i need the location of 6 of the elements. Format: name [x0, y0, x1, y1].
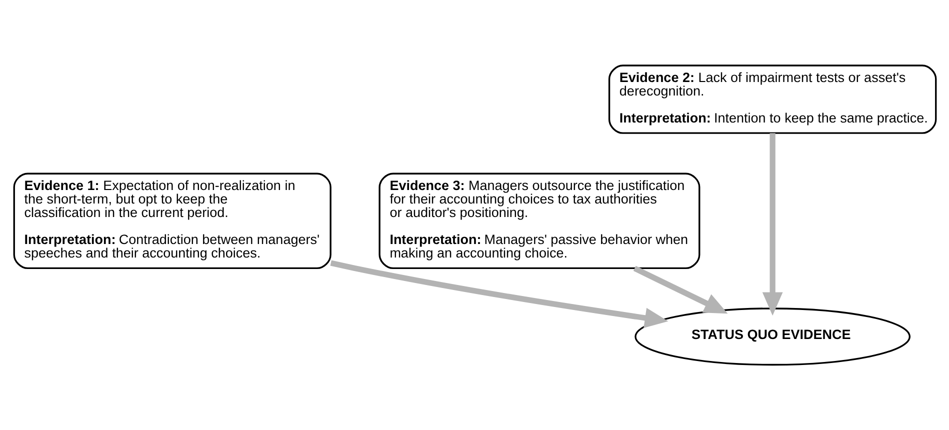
- arrow: [330, 260, 668, 328]
- arrow: [762, 133, 782, 316]
- node-box: Evidence 2: Lack of impairment tests or asset's derecognition. Interpretation: Intention to keep the same practice.: [608, 64, 936, 134]
- arrow: [632, 266, 728, 314]
- node-box: Evidence 1: Expectation of non-realization in the short-term, but opt to keep the classification in the current period. Interpretation: Contradiction between managers' speeches and their accounting choices.: [12, 172, 331, 270]
- node-box: Evidence 3: Managers outsource the justification for their accounting choices to tax authorities or auditor's positioning. Interpretation: Managers' passive behavior when making an accounting choice.: [378, 172, 700, 270]
